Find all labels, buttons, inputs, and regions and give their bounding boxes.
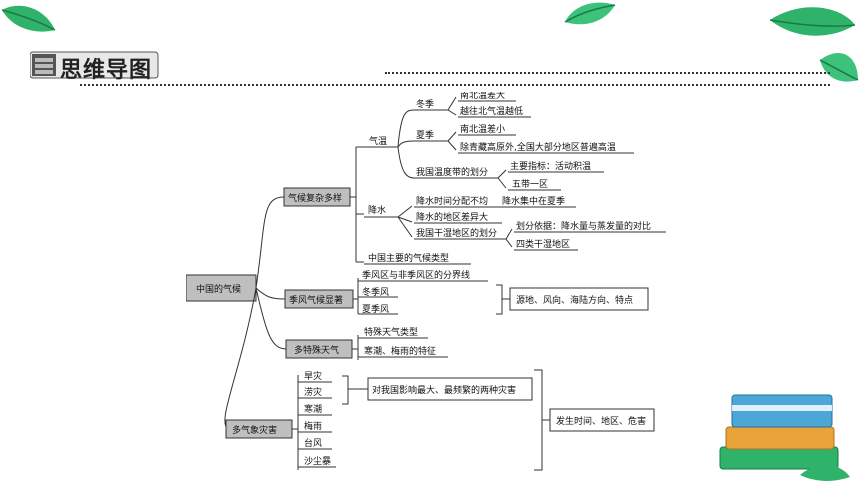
precipitation-label: 降水 [368, 204, 386, 216]
disaster-item: 梅雨 [304, 420, 322, 432]
winter-item: 越往北气温越低 [460, 105, 523, 117]
leaf-decoration-icon [769, 7, 859, 82]
disaster-item: 台风 [304, 437, 322, 449]
svg-text:对我国影响最大、最频繁的两种灾害: 对我国影响最大、最频繁的两种灾害 [372, 384, 516, 396]
svg-text:中国的气候: 中国的气候 [196, 283, 241, 295]
climate-types-label: 中国主要的气候类型 [368, 252, 449, 264]
monsoon-node: 季风气候显著 [284, 289, 354, 309]
root-node: 中国的气候 [186, 274, 257, 302]
svg-text:气候复杂多样: 气候复杂多样 [288, 192, 342, 204]
mindmap-diagram: 中国的气候 气候复杂多样 季风气候显著 多特殊天气 多气象灾害 气温 冬季 夏季… [186, 92, 666, 471]
monsoon-item: 夏季风 [362, 303, 389, 315]
disaster-item: 旱灾 [304, 370, 322, 382]
connector-line [255, 287, 287, 350]
monsoon-item: 季风区与非季风区的分界线 [362, 269, 470, 281]
svg-text:多特殊天气: 多特殊天气 [294, 344, 339, 356]
precip-item: 降水时间分配不均 [416, 195, 488, 207]
svg-text:发生时间、地区、危害: 发生时间、地区、危害 [556, 415, 646, 427]
winter-item: 南北温差大 [460, 92, 505, 101]
dotted-divider [80, 84, 830, 86]
temperature-label: 气温 [369, 135, 387, 147]
connector-line [224, 287, 257, 430]
connector-line [350, 147, 357, 262]
banner-title: 思维导图 [60, 58, 153, 83]
precip-item: 我国干湿地区的划分 [416, 227, 497, 239]
weather-node: 多特殊天气 [285, 339, 353, 359]
leaf-decoration-icon [564, 2, 616, 25]
zones-item: 五带一区 [512, 179, 548, 190]
connector-line [255, 287, 286, 300]
summer-label: 夏季 [416, 129, 434, 141]
summer-item: 除青藏高原外,全国大部分地区普遍高温 [460, 141, 616, 153]
connector-line [255, 196, 285, 289]
dotted-divider [385, 72, 830, 74]
banner-badge [30, 51, 159, 79]
svg-text:源地、风向、海陆方向、特点: 源地、风向、海陆方向、特点 [516, 294, 633, 306]
svg-text:季风气候显著: 季风气候显著 [289, 294, 343, 306]
climate-node: 气候复杂多样 [283, 187, 351, 207]
disaster-items: 旱灾 涝灾 寒潮 梅雨 台风 沙尘暴 [298, 370, 336, 468]
dry-wet-item: 划分依据：降水量与蒸发量的对比 [516, 220, 651, 232]
zones-item: 主要指标：活动积温 [510, 160, 591, 172]
disaster-note1-box: 对我国影响最大、最频繁的两种灾害 [367, 377, 533, 401]
disaster-item: 沙尘暴 [304, 456, 331, 467]
svg-text:多气象灾害: 多气象灾害 [232, 424, 277, 436]
monsoon-item: 冬季风 [362, 286, 389, 298]
disaster-node: 多气象灾害 [225, 419, 293, 439]
winter-label: 冬季 [416, 98, 434, 110]
disaster-note2-box: 发生时间、地区、危害 [549, 408, 655, 432]
precip-time-note: 降水集中在夏季 [502, 195, 565, 207]
books-decoration-icon [719, 394, 850, 481]
monsoon-note-box: 源地、风向、海陆方向、特点 [509, 287, 649, 311]
disaster-item: 寒潮 [304, 403, 322, 415]
zones-label: 我国温度带的划分 [416, 166, 488, 178]
summer-item: 南北温差小 [460, 123, 505, 135]
leaf-decoration-icon [1, 5, 56, 32]
weather-item: 寒潮、梅雨的特征 [364, 345, 436, 357]
weather-item: 特殊天气类型 [364, 326, 418, 338]
dry-wet-item: 四类干湿地区 [516, 238, 570, 250]
disaster-item: 涝灾 [304, 386, 322, 398]
precip-item: 降水的地区差异大 [416, 211, 488, 223]
